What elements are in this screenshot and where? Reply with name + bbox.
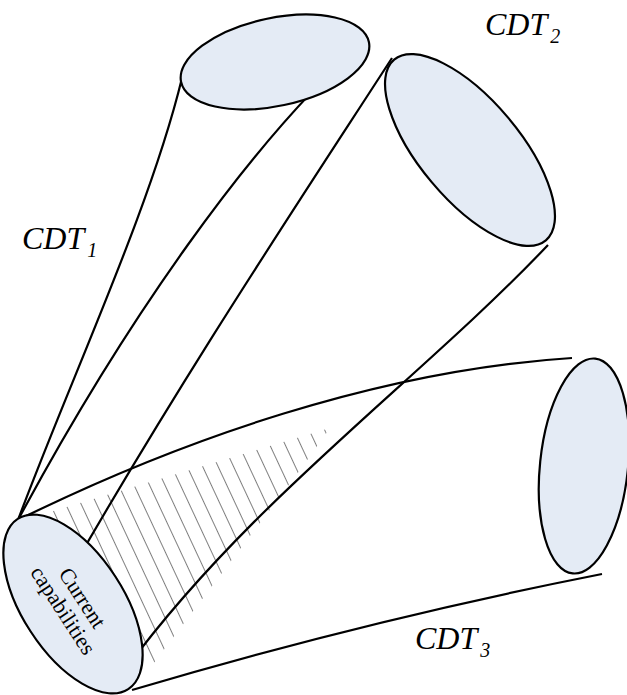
tube-end [356, 27, 584, 272]
tube-label: CDT2 [485, 8, 560, 40]
tube-end [172, 0, 378, 125]
tube-label: CDT1 [22, 222, 97, 254]
tube-edge [60, 58, 392, 590]
tube-end [529, 354, 627, 578]
tube-edge [132, 574, 602, 690]
tube-label: CDT3 [415, 622, 490, 654]
tube-edge [18, 78, 182, 520]
tube-edge [18, 38, 368, 520]
tube-edge [18, 358, 572, 520]
tube-edge [125, 245, 548, 670]
